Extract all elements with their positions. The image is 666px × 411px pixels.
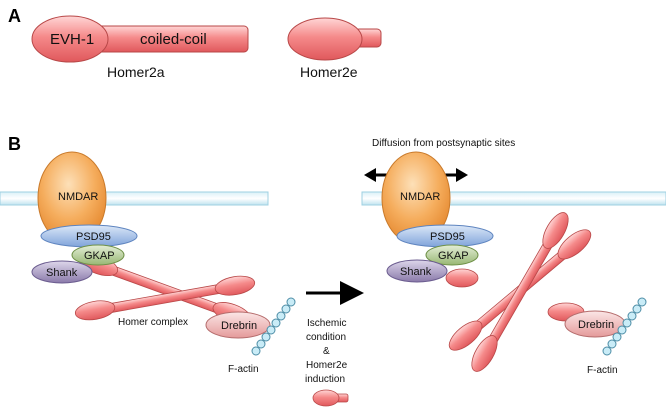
right-gkap-label: GKAP [438,250,469,262]
right-shank-label: Shank [400,266,432,278]
right-drebrin-label: Drebrin [578,319,614,331]
evh1-domain-label: EVH-1 [50,31,94,48]
left-factin-label: F-actin [228,364,259,375]
homer-complex-label: Homer complex [118,317,188,328]
left-shank-label: Shank [46,267,78,279]
condition-line-4: Homer2e [306,360,348,371]
right-nmdar-label: NMDAR [400,191,440,203]
left-nmdar-label: NMDAR [58,191,98,203]
panel-a-letter: A [8,6,21,26]
diffusion-label: Diffusion from postsynaptic sites [372,138,515,149]
condition-line-2: condition [306,332,346,343]
left-gkap [71,244,125,266]
homer2a-label: Homer2a [107,64,165,80]
right-shank [386,259,448,283]
coiled-coil-domain-label: coiled-coil [140,31,207,48]
panel-b-letter: B [8,134,21,154]
homer2e-induced-icon [312,389,349,407]
left-shank [31,260,93,284]
right-homer-complex [448,212,592,372]
right-psd95-label: PSD95 [430,231,465,243]
left-gkap-label: GKAP [84,250,115,262]
right-homer2e-bound [445,268,479,288]
condition-line-1: Ischemic [307,318,346,329]
homer2e-protein [287,17,382,61]
left-factin-filament [251,297,296,356]
right-factin-label: F-actin [587,365,618,376]
left-drebrin [205,311,271,339]
right-gkap [425,244,479,266]
condition-line-5: induction [305,374,345,385]
homer2a-protein [31,15,249,63]
condition-line-3: & [323,346,330,357]
left-psd95-label: PSD95 [76,231,111,243]
left-drebrin-label: Drebrin [221,320,257,332]
homer2e-label: Homer2e [300,64,358,80]
right-factin-filament [602,297,647,356]
